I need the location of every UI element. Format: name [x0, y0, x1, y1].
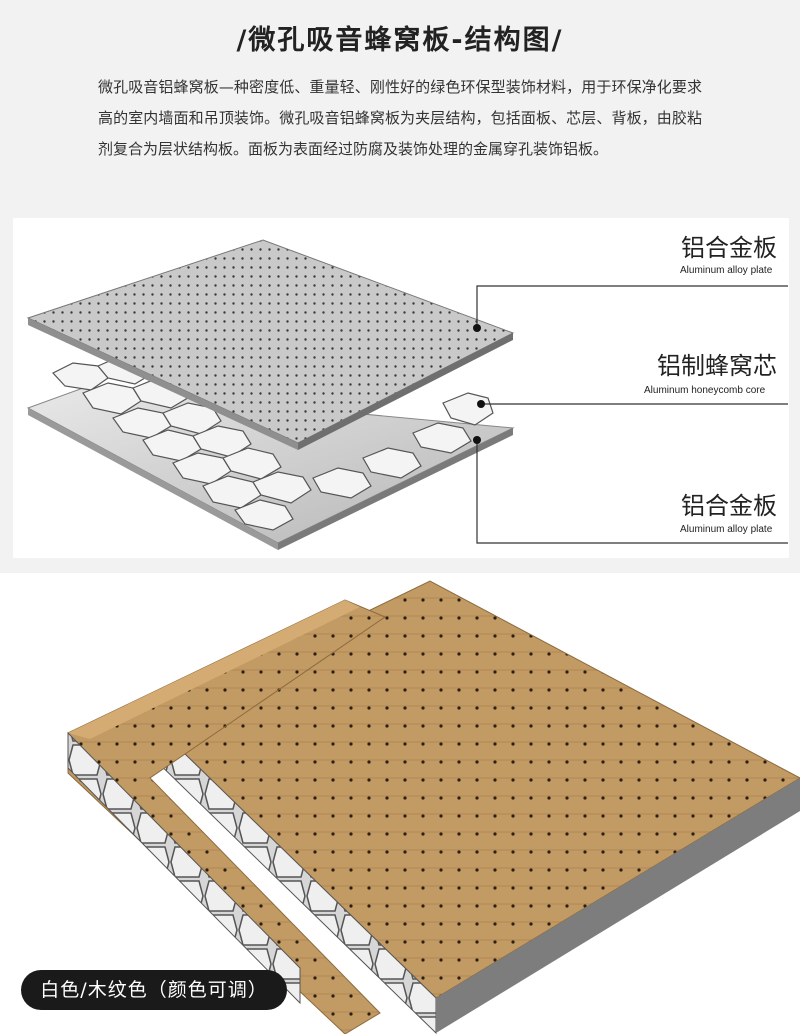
page-title: /微孔吸音蜂窝板-结构图/: [236, 25, 564, 56]
wood-grain-panels-illustration: [67, 580, 800, 1034]
label-top-plate-en: Aluminum alloy plate: [680, 265, 773, 276]
product-photo: 白色/木纹色（颜色可调）: [0, 573, 800, 1034]
label-back-plate-en: Aluminum alloy plate: [680, 524, 773, 535]
wood-panel-front: [67, 599, 387, 1034]
perforated-top-plate: [26, 239, 515, 450]
label-top-plate-zh: 铝合金板: [681, 234, 777, 262]
label-core-en: Aluminum honeycomb core: [644, 385, 766, 396]
wood-panel-back: [147, 580, 800, 1034]
leader-lines: [476, 285, 788, 544]
label-core-zh: 铝制蜂窝芯: [657, 352, 777, 380]
exploded-panel-illustration: [26, 239, 788, 550]
intro-paragraph: 微孔吸音铝蜂窝板—种密度低、重量轻、刚性好的绿色环保型装饰材料，用于环保净化要求…: [98, 78, 702, 158]
structure-diagram: 铝合金板 Aluminum alloy plate 铝制蜂窝芯 Aluminum…: [13, 218, 789, 558]
color-options-badge: 白色/木纹色（颜色可调）: [21, 970, 287, 1010]
leader-dots: [473, 324, 485, 444]
label-back-plate-zh: 铝合金板: [681, 492, 777, 520]
